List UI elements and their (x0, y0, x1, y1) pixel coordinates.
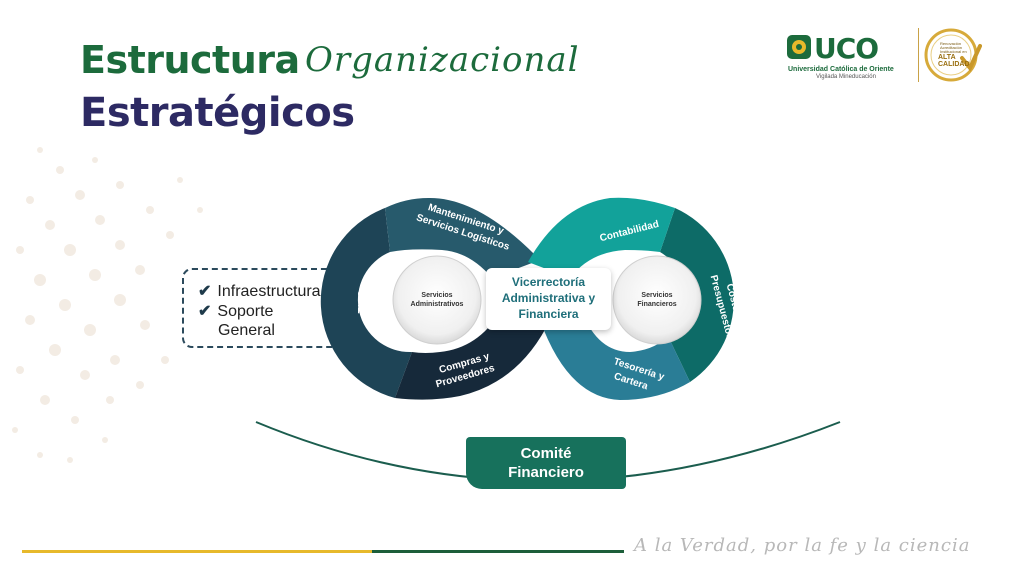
seal-caption: Renovación Acreditación Institucional en (940, 41, 967, 54)
logo-name: UCO (814, 32, 879, 65)
logo-vigilada: Vigilada Mineducación (816, 74, 876, 80)
center-vicerrectoria-box: Vicerrectoría Administrativa y Financier… (486, 268, 611, 330)
footer-line-gold (22, 550, 372, 553)
check-item: ✔Infraestructura (198, 283, 321, 300)
page-title: Estructura (80, 38, 300, 82)
page-subtitle: Estratégicos (80, 90, 355, 136)
seal-badge-icon (924, 28, 982, 82)
logo-university: Universidad Católica de Oriente (788, 66, 894, 73)
segment-tesoreria (540, 312, 690, 400)
logo-divider (918, 28, 919, 82)
check-icon: ✔ (198, 303, 212, 320)
check-item-continued: General (218, 322, 275, 339)
circle-label-administrativos: Servicios Administrativos (410, 292, 464, 308)
circle-servicios-financieros (612, 255, 702, 345)
uco-emblem-icon (787, 35, 811, 59)
label-tics: TICS (357, 290, 368, 313)
segment-tics (320, 208, 412, 398)
footer-line-green (372, 550, 624, 553)
comite-label: Comité Financiero (508, 445, 584, 481)
seal-title: ALTA CALIDAD (938, 54, 970, 68)
circle-label-financieros: Servicios Financieros (637, 292, 677, 308)
alta-calidad-seal: Renovación Acreditación Institucional en… (924, 28, 982, 82)
page-title-script: Organizacional (305, 40, 580, 80)
uco-logo: UCO Universidad Católica de Oriente Vigi… (786, 28, 992, 84)
segment-mantenimiento (385, 197, 540, 278)
segment-compras (395, 312, 550, 400)
footer-motto: A la Verdad, por la fe y la ciencia (634, 535, 971, 556)
comite-financiero-box: Comité Financiero (466, 437, 626, 489)
segment-contabilidad (528, 197, 675, 278)
check-icon: ✔ (198, 283, 212, 300)
check-item: ✔Soporte (198, 303, 274, 320)
circle-servicios-administrativos (392, 255, 482, 345)
center-label: Vicerrectoría Administrativa y Financier… (501, 275, 596, 321)
